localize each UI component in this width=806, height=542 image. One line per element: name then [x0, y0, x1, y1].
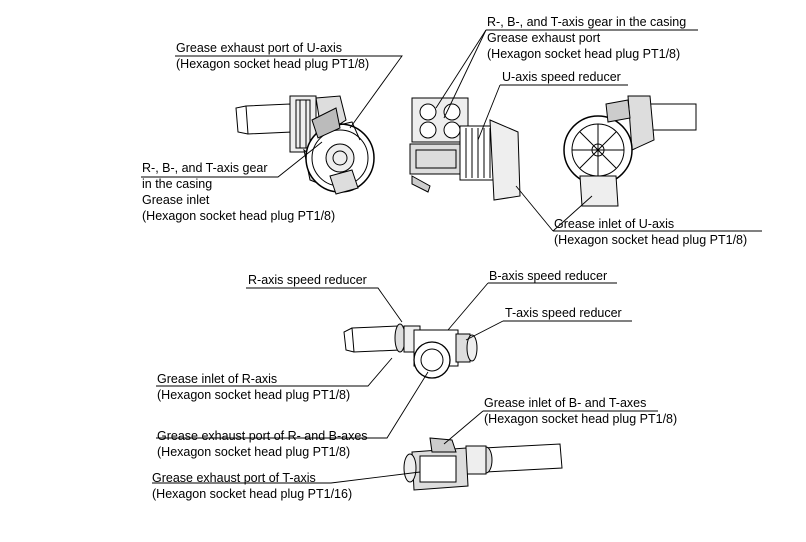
label-rb-axes-exhaust: Grease exhaust port of R- and B-axes (He… [157, 429, 368, 459]
label-r-axis-reducer: R-axis speed reducer [248, 273, 367, 287]
leader-lines [141, 29, 762, 484]
label-u-axis-inlet: Grease inlet of U-axis (Hexagon socket h… [554, 217, 748, 247]
label-rbt-casing-exhaust: R-, B-, and T-axis gear in the casing Gr… [487, 15, 687, 61]
label-bt-axes-inlet: Grease inlet of B- and T-axes (Hexagon s… [484, 396, 678, 426]
label-t-axis-reducer: T-axis speed reducer [505, 306, 622, 320]
label-r-axis-inlet: Grease inlet of R-axis (Hexagon socket h… [157, 372, 351, 402]
wrist-view-top [343, 323, 478, 379]
label-u-axis-reducer: U-axis speed reducer [502, 70, 621, 84]
label-b-axis-reducer: B-axis speed reducer [489, 269, 608, 283]
label-rbt-casing-inlet: R-, B-, and T-axis gear in the casing Gr… [142, 161, 336, 223]
robot-view-right [563, 95, 697, 207]
label-t-axis-exhaust: Grease exhaust port of T-axis (Hexagon s… [152, 471, 353, 501]
robot-view-front [409, 97, 521, 201]
robot-view-left [235, 95, 375, 195]
label-u-axis-exhaust: Grease exhaust port of U-axis (Hexagon s… [176, 41, 370, 71]
wrist-view-bottom [403, 437, 563, 491]
